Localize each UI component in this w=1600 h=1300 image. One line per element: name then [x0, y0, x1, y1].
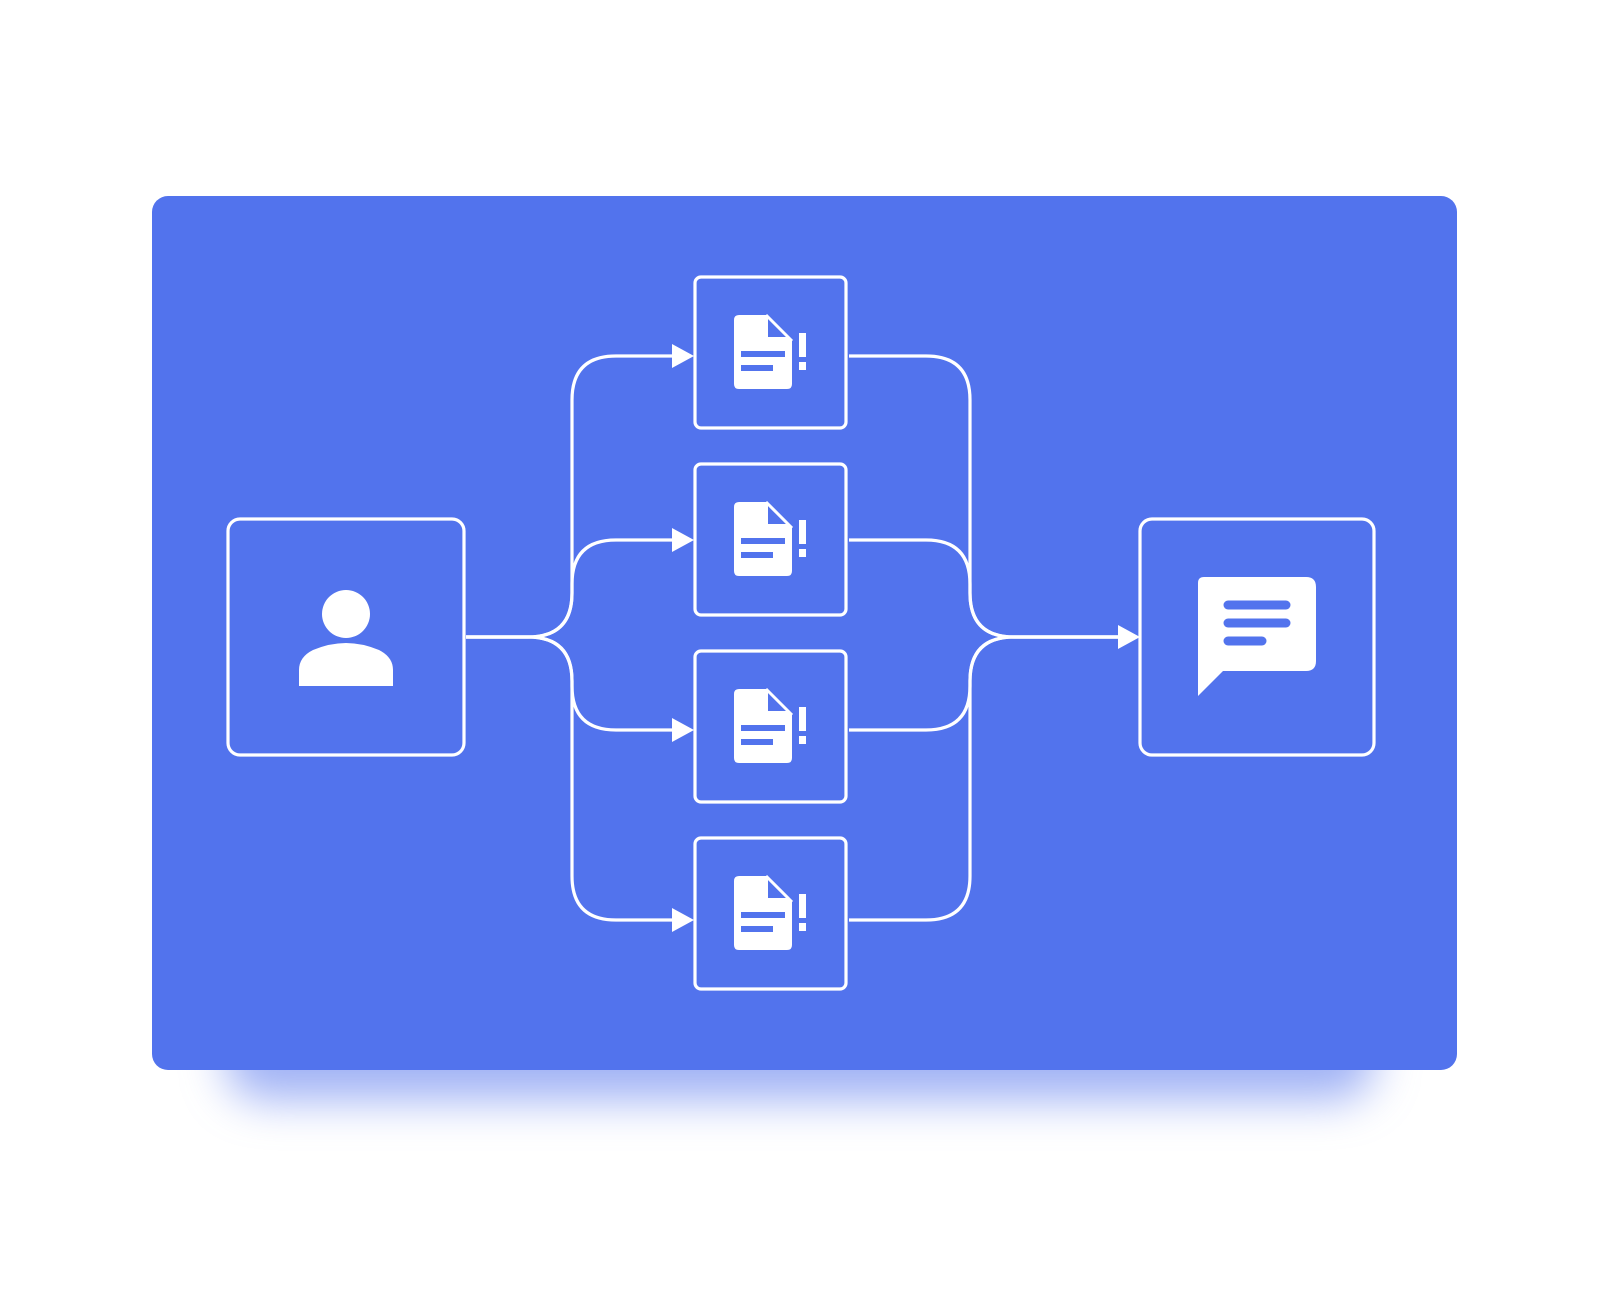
arrowhead-message — [1118, 625, 1140, 649]
user-icon — [299, 590, 393, 686]
node-document-2[interactable] — [693, 462, 848, 617]
arrowhead-document-3 — [672, 718, 694, 742]
chat-bubble-icon — [1198, 577, 1316, 696]
diagram-panel — [152, 196, 1457, 1070]
node-document-3[interactable] — [693, 649, 848, 804]
node-user[interactable] — [226, 517, 466, 757]
node-document-4[interactable] — [693, 836, 848, 991]
connector-user-to-document-4 — [466, 635, 672, 922]
node-document-1[interactable] — [693, 275, 848, 430]
connector-document-2-to-message — [849, 538, 1118, 639]
connector-user-to-document-2 — [466, 538, 672, 639]
arrowhead-document-2 — [672, 528, 694, 552]
connector-document-4-to-message — [849, 635, 1118, 922]
node-message[interactable] — [1138, 517, 1376, 757]
arrowhead-document-1 — [672, 344, 694, 368]
arrowhead-document-4 — [672, 908, 694, 932]
